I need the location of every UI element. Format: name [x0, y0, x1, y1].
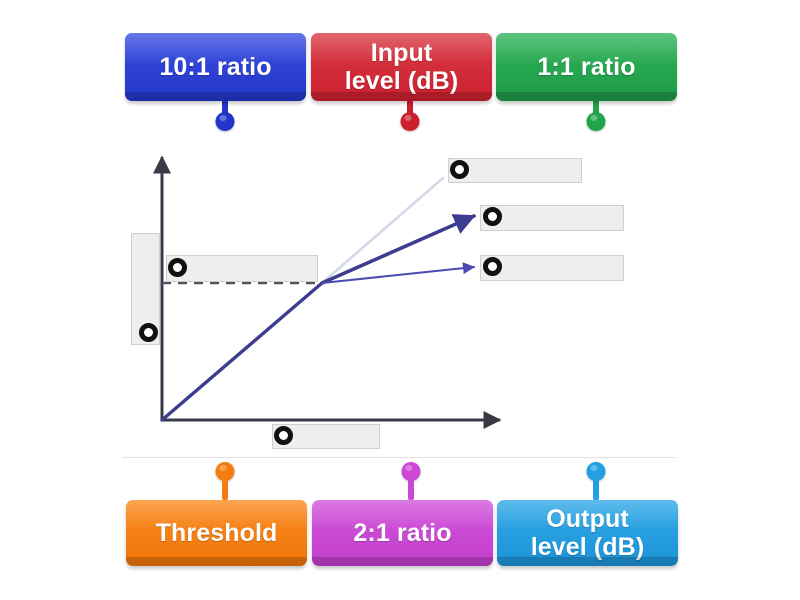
pin-10-1-ratio [215, 99, 234, 133]
pin-stem [592, 99, 599, 116]
section-divider [122, 457, 676, 458]
curve-ratio-10-1 [321, 262, 475, 284]
dropzone-marker-y-axis[interactable] [139, 323, 158, 342]
pin-knob [586, 462, 605, 481]
dropzone-x-axis[interactable] [272, 424, 380, 449]
pin-stem [406, 99, 413, 116]
dropzone-marker-x-axis[interactable] [274, 426, 293, 445]
tile-label: Input level (dB) [344, 39, 459, 95]
tile-threshold[interactable]: Threshold [126, 500, 307, 566]
pin-stem [221, 99, 228, 116]
tile-label: 2:1 ratio [353, 519, 452, 547]
pin-knob [586, 112, 605, 131]
dropzone-marker-ratio-10-1[interactable] [483, 257, 502, 276]
tile-2-1-ratio[interactable]: 2:1 ratio [312, 500, 493, 566]
dropzone-marker-ratio-2-1[interactable] [483, 207, 502, 226]
pin-output-level [586, 462, 605, 502]
dropzone-threshold[interactable] [166, 255, 318, 282]
pin-stem [407, 477, 414, 501]
pin-stem [592, 477, 599, 501]
curve-ratio-2-1 [320, 214, 476, 285]
dropzone-ratio-2-1[interactable] [480, 205, 624, 231]
pin-knob [215, 462, 234, 481]
tile-label: Threshold [155, 519, 278, 547]
pin-threshold [215, 462, 234, 502]
dropzone-ratio-1-1[interactable] [448, 158, 582, 183]
dropzone-marker-threshold[interactable] [168, 258, 187, 277]
tile-10-1-ratio[interactable]: 10:1 ratio [125, 33, 306, 101]
curve-ratio-1-1 [320, 176, 445, 285]
pin-2-1-ratio [401, 462, 420, 502]
tile-input-level[interactable]: Input level (dB) [311, 33, 492, 101]
tile-1-1-ratio[interactable]: 1:1 ratio [496, 33, 677, 101]
pin-1-1-ratio [586, 99, 605, 133]
pin-knob [400, 112, 419, 131]
pin-knob [215, 112, 234, 131]
tile-output-level[interactable]: Output level (dB) [497, 500, 678, 566]
tile-label: 1:1 ratio [537, 53, 636, 81]
dropzone-ratio-10-1[interactable] [480, 255, 624, 281]
pin-input-level [400, 99, 419, 133]
curve-linear-region [160, 281, 324, 422]
tile-label: 10:1 ratio [159, 53, 272, 81]
dropzone-marker-ratio-1-1[interactable] [450, 160, 469, 179]
pin-stem [221, 477, 228, 501]
pin-knob [401, 462, 420, 481]
tile-label: Output level (dB) [530, 505, 645, 561]
